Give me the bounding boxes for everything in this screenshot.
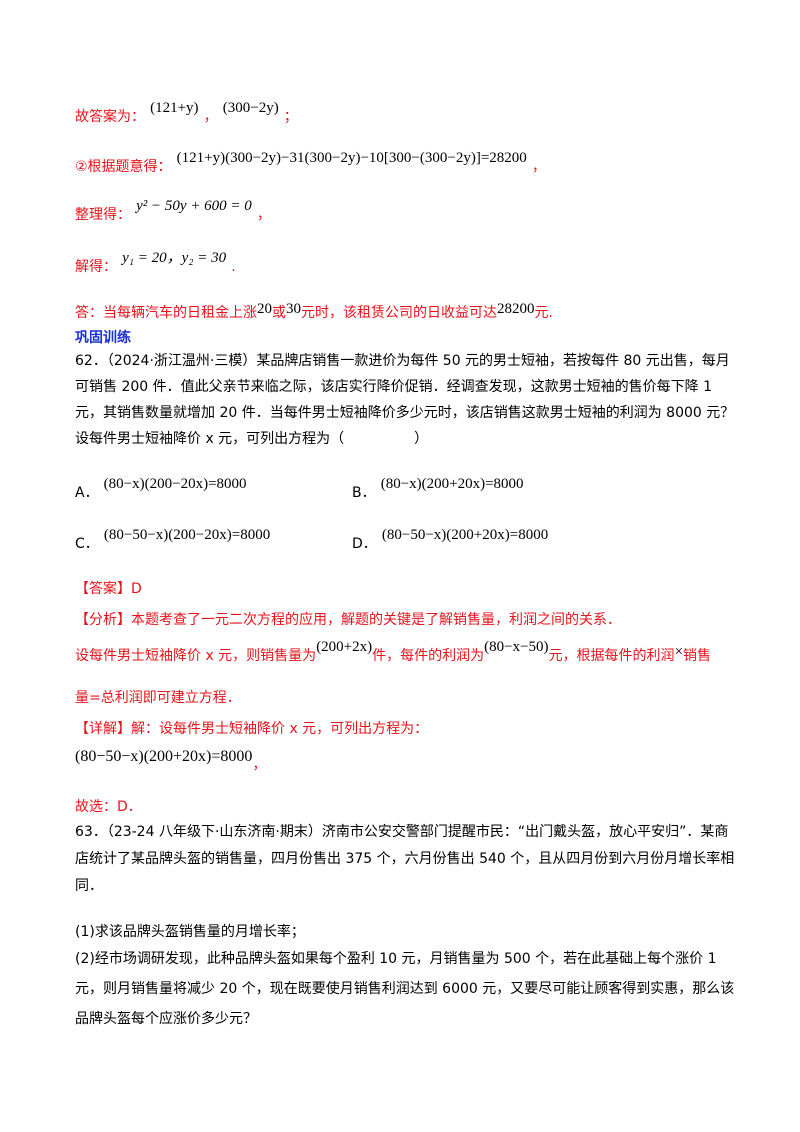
option-a-expr: (80−x)(200−20x)=8000 bbox=[103, 476, 247, 492]
option-a-label: A． bbox=[75, 485, 99, 501]
final-answer-text-d: 元. bbox=[534, 305, 553, 321]
final-answer-value-2: 30 bbox=[286, 301, 301, 317]
answer-tag: 【答案】 bbox=[75, 581, 131, 597]
solve-label: 解得： bbox=[75, 259, 117, 275]
q62-option-d: D． (80−50−x)(200+20x)=8000 bbox=[352, 527, 548, 553]
final-answer-line: 答：当每辆汽车的日租金上涨20或30元时，该租赁公司的日收益可达28200元. bbox=[75, 301, 553, 322]
final-answer-value-3: 28200 bbox=[497, 301, 535, 317]
option-c-label: C． bbox=[75, 536, 99, 552]
final-answer-value-1: 20 bbox=[257, 301, 272, 317]
q62-answer: 【答案】D bbox=[75, 578, 142, 598]
step2-expr: (121+y)(300−2y)−31(300−2y)−10[300−(300−2… bbox=[176, 150, 527, 166]
option-d-label: D． bbox=[352, 536, 377, 552]
q63-sub-2: (2)经市场调研发现，此种品牌头盔如果每个盈利 10 元，月销售量为 500 个… bbox=[75, 951, 735, 1027]
simplify-end: ， bbox=[256, 207, 271, 223]
final-answer-text-a: 答：当每辆汽车的日租金上涨 bbox=[75, 305, 257, 321]
q62-text: 62．（2024·浙江温州·三模）某品牌店销售一款进价为每件 50 元的男士短袖… bbox=[75, 353, 735, 447]
detail-tag: 【详解】 bbox=[75, 721, 131, 737]
analysis-2-text-c: 元，根据每件的利润 bbox=[548, 648, 675, 664]
analysis-tag: 【分析】 bbox=[75, 612, 131, 628]
detail-text: 解：设每件男士短袖降价 x 元，可列出方程为： bbox=[131, 721, 429, 737]
simplify-expr: y² − 50y + 600 = 0 bbox=[136, 198, 252, 214]
solve-expr: y₁ = 20，y₂ = 30 bbox=[122, 250, 227, 266]
solve-end: . bbox=[231, 259, 236, 275]
q63-text: 63．（23-24 八年级下·山东济南·期末）济南市公安交警部门提醒市民：“出门… bbox=[75, 824, 735, 894]
analysis-2-expr-2: (80−x−50) bbox=[484, 639, 549, 655]
detail-equation: (80−50−x)(200+20x)=8000 bbox=[75, 748, 253, 765]
step2-line: ②根据题意得： (121+y)(300−2y)−31(300−2y)−10[30… bbox=[75, 150, 546, 176]
detail-end: ， bbox=[252, 757, 267, 773]
analysis-text: 本题考查了一元二次方程的应用，解题的关键是了解销售量，利润之间的关系． bbox=[131, 612, 621, 628]
answer-label: 故答案为： bbox=[75, 109, 145, 125]
solve-line: 解得： y₁ = 20，y₂ = 30 . bbox=[75, 250, 236, 276]
section-title: 巩固训练 bbox=[75, 330, 131, 346]
q62-analysis-line-3: 量=总利润即可建立方程． bbox=[75, 690, 241, 706]
analysis-2-times: × bbox=[674, 644, 684, 660]
answer-expr-2: (300−2y) bbox=[222, 100, 279, 116]
analysis-2-text-b: 件，每件的利润为 bbox=[372, 648, 485, 664]
q62-detail: 【详解】解：设每件男士短袖降价 x 元，可列出方程为： bbox=[75, 718, 428, 738]
answer-value: D bbox=[131, 581, 142, 597]
q62-choose: 故选：D． bbox=[75, 799, 142, 815]
q62-option-b: B． (80−x)(200+20x)=8000 bbox=[352, 476, 524, 502]
step2-label: ②根据题意得： bbox=[75, 159, 172, 175]
q62-detail-equation: (80−50−x)(200+20x)=8000， bbox=[75, 746, 266, 773]
final-answer-text-c: 元时，该租赁公司的日收益可达 bbox=[301, 305, 497, 321]
step2-end: ， bbox=[531, 159, 546, 175]
answer-sep: ， bbox=[203, 109, 218, 125]
analysis-2-expr-1: (200+2x) bbox=[316, 639, 373, 655]
answer-end: ； bbox=[283, 109, 298, 125]
q62-option-c: C． (80−50−x)(200−20x)=8000 bbox=[75, 527, 270, 553]
analysis-2-text-d: 销售 bbox=[683, 648, 712, 664]
option-b-expr: (80−x)(200+20x)=8000 bbox=[380, 476, 524, 492]
answer-expr-1: (121+y) bbox=[150, 100, 199, 116]
answer-line: 故答案为： (121+y) ， (300−2y) ； bbox=[75, 100, 298, 126]
option-d-expr: (80−50−x)(200+20x)=8000 bbox=[381, 527, 549, 543]
option-b-label: B． bbox=[352, 485, 376, 501]
option-c-expr: (80−50−x)(200−20x)=8000 bbox=[103, 527, 271, 543]
simplify-line: 整理得： y² − 50y + 600 = 0 ， bbox=[75, 198, 271, 224]
q62-option-a: A． (80−x)(200−20x)=8000 bbox=[75, 476, 247, 502]
final-answer-text-b: 或 bbox=[272, 305, 286, 321]
analysis-2-text-a: 设每件男士短袖降价 x 元，则销售量为 bbox=[75, 648, 317, 664]
q62-analysis-line-2: 设每件男士短袖降价 x 元，则销售量为(200+2x)件，每件的利润为(80−x… bbox=[75, 639, 712, 665]
q63-sub-1: (1)求该品牌头盔销售量的月增长率； bbox=[75, 924, 305, 940]
q62-analysis: 【分析】本题考查了一元二次方程的应用，解题的关键是了解销售量，利润之间的关系． bbox=[75, 609, 621, 629]
simplify-label: 整理得： bbox=[75, 207, 131, 223]
